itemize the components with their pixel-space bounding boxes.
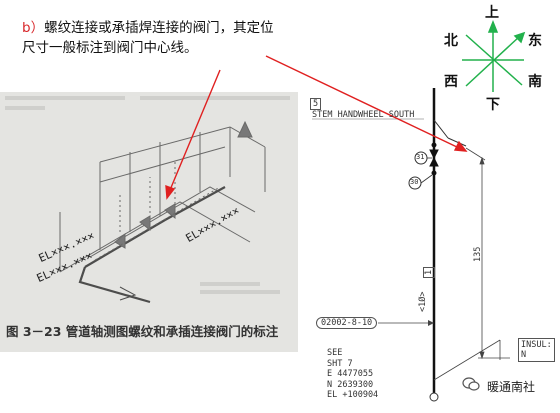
dimension-value: 135 <box>473 246 483 262</box>
watermark-text: 暖通南社 <box>487 380 536 394</box>
wechat-icon <box>462 377 480 391</box>
see-line: SHT 7 <box>327 358 353 369</box>
valve-symbol <box>429 142 439 176</box>
insul-value: N <box>521 350 527 360</box>
see-block: SEE SHT 7 E 4477055 N 2639300 EL +100904 <box>327 348 378 401</box>
caption: b）螺纹连接或承插焊连接的阀门，其定位 尺寸一般标注到阀门中心线。 <box>22 18 322 58</box>
line-number: 02002-8-10 <box>316 317 378 329</box>
textbook-isometric-sketch <box>0 92 298 352</box>
caption-line-2: 尺寸一般标注到阀门中心线。 <box>22 40 198 56</box>
compass-north-label: 北 <box>444 33 458 49</box>
bubble-label: 31 <box>416 153 425 161</box>
compass-west-label: 西 <box>444 74 458 90</box>
dimension-line <box>465 147 510 360</box>
figure-caption: 图 3－23 管道轴测图螺纹和承插连接阀门的标注 <box>6 324 279 339</box>
see-line: E 4477055 <box>327 369 374 379</box>
see-line: EL +100904 <box>327 390 379 400</box>
textbook-figure-photo: EL×××.××× EL×××.××× EL×××.××× <box>0 92 298 352</box>
bubble-label: 30 <box>410 178 419 186</box>
insulation-box: INSUL: N <box>518 338 555 362</box>
insul-label: INSUL: <box>521 340 552 350</box>
stem-note: STEM HANDWHEEL SOUTH <box>312 110 415 120</box>
compass-south-label: 南 <box>528 74 542 90</box>
box-number: 5 <box>310 98 322 110</box>
see-line: N 2639300 <box>327 379 374 390</box>
compass-east-label: 东 <box>528 33 542 49</box>
caption-line-1: 螺纹连接或承插焊连接的阀门，其定位 <box>44 20 274 36</box>
compass-rose <box>462 19 526 92</box>
compass-down-label: 下 <box>486 97 500 113</box>
see-line: SEE <box>327 348 343 358</box>
caption-label: b） <box>22 20 45 36</box>
pipe-tag: 1 <box>423 266 435 278</box>
callout-arrows <box>165 55 468 200</box>
pipe-size: <1Ø> <box>418 291 428 312</box>
compass-up-label: 上 <box>485 5 499 21</box>
